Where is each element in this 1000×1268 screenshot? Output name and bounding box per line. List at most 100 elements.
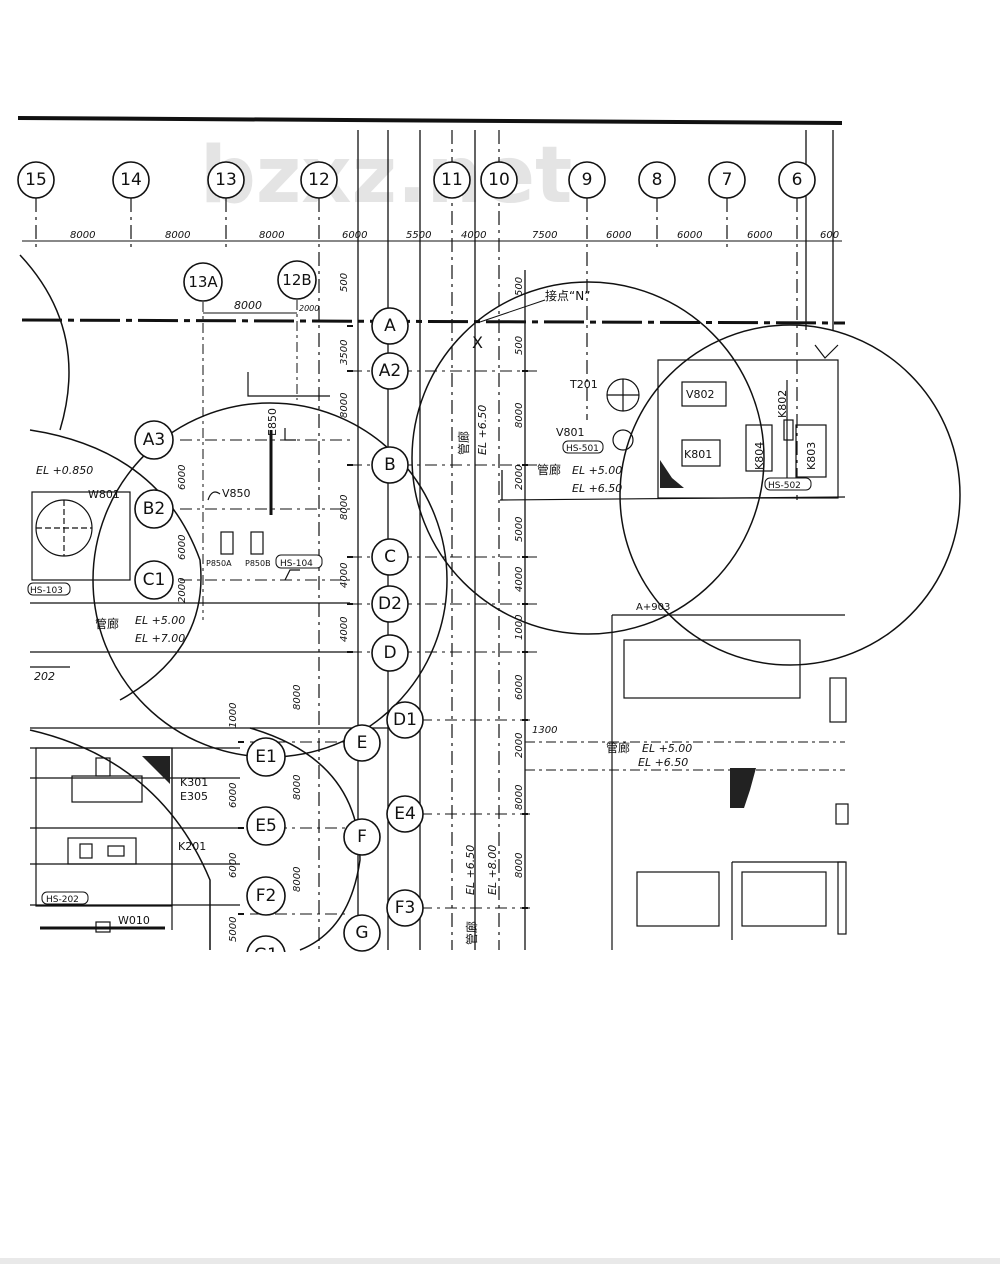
row-dim: 4000 <box>514 567 525 592</box>
svg-text:F3: F3 <box>395 898 416 918</box>
svg-text:HS-103: HS-103 <box>30 586 63 596</box>
pump-p850b <box>250 531 264 555</box>
svg-text:E5: E5 <box>255 816 277 836</box>
grid-bubble-b: B <box>371 446 409 484</box>
column-gridlines <box>35 130 798 950</box>
elevation-label: EL +6.50 <box>638 756 688 769</box>
row-dim: 500 <box>514 277 525 296</box>
equipment-k802-box <box>795 424 827 478</box>
equipment-tag: P850A <box>206 559 232 568</box>
row-dim: 8000 <box>339 495 350 520</box>
elevation-label: EL +6.50 <box>476 405 489 455</box>
line-tag-hs-501: HS-501 <box>562 440 604 454</box>
grid-bubble-a2: A2 <box>371 352 409 390</box>
dimension-ticks <box>238 325 528 915</box>
equipment-tag: V801 <box>556 426 585 439</box>
svg-text:13A: 13A <box>188 273 218 291</box>
svg-text:12: 12 <box>308 170 330 190</box>
lower-blank-area <box>0 952 1000 1258</box>
grid-bubble-c: C <box>371 538 409 576</box>
svg-text:9: 9 <box>582 170 593 190</box>
svg-text:13: 13 <box>215 170 237 190</box>
svg-text:A2: A2 <box>379 361 401 381</box>
row-dim: 6000 <box>177 465 188 490</box>
row-dim: 8000 <box>514 785 525 810</box>
column-dim: 6000 <box>342 230 367 241</box>
svg-text:HS-202: HS-202 <box>46 895 79 905</box>
row-dim: 8000 <box>292 867 303 892</box>
svg-text:E1: E1 <box>255 747 277 767</box>
foundation-lower-left <box>636 871 720 927</box>
equipment-k803-box <box>745 424 773 472</box>
equipment-tag: E850 <box>266 408 279 436</box>
elevation-label: EL +6.50 <box>464 845 477 895</box>
svg-text:15: 15 <box>25 170 47 190</box>
grid-bubble-e5: E5 <box>246 806 286 846</box>
line-tag-hs-103: HS-103 <box>27 582 71 596</box>
column-dim: 8000 <box>165 230 190 241</box>
vessel-v802 <box>612 429 634 451</box>
row-dim: 500 <box>514 336 525 355</box>
coordinate-label: A+903 <box>636 602 670 613</box>
coverage-circle-right <box>619 324 961 666</box>
column-dim: 8000 <box>259 230 284 241</box>
svg-text:10: 10 <box>488 170 510 190</box>
equipment-tag: V850 <box>222 487 251 500</box>
elevation-label: EL +0.850 <box>36 464 93 477</box>
vertical-structure-lines <box>357 130 834 950</box>
grid-bubble-g: G <box>343 914 381 952</box>
grid-bubble-c1: C1 <box>134 560 174 600</box>
line-tag-hs-502: HS-502 <box>764 477 812 491</box>
coverage-circles <box>19 254 961 951</box>
column-bubbles: 15 14 13 12 11 10 9 8 7 6 <box>17 161 816 199</box>
equipment-tag: P850B <box>245 559 271 568</box>
column-dim: 6000 <box>677 230 702 241</box>
hatch-mark-lower-right <box>730 768 756 808</box>
equipment-area-left <box>31 372 330 581</box>
grid-bubble-8: 8 <box>638 161 676 199</box>
row-dim: 4000 <box>339 563 350 588</box>
equipment-k201-box <box>67 837 137 865</box>
equipment-tag: W010 <box>118 914 150 927</box>
grid-bubble-e: E <box>343 724 381 762</box>
svg-text:E: E <box>357 733 368 753</box>
svg-text:D: D <box>383 643 396 663</box>
lower-left-tags: K301 E305 K201 W010 <box>118 776 208 927</box>
row-dim: 2000 <box>514 733 525 758</box>
row-dim: 1000 <box>514 615 525 640</box>
grid-bubble-15: 15 <box>17 161 55 199</box>
column-dim: 6000 <box>606 230 631 241</box>
row-dim: 8000 <box>514 403 525 428</box>
grid-bubble-f3: F3 <box>386 889 424 927</box>
equipment-k301-box <box>71 775 143 803</box>
foundation-lower-right <box>741 871 827 927</box>
row-dim: 500 <box>339 273 350 292</box>
row-dim: 2000 <box>177 578 188 603</box>
grid-bubble-6: 6 <box>778 161 816 199</box>
elevation-label: EL +5.00 <box>135 614 185 627</box>
equipment-tag: W801 <box>88 488 120 501</box>
row-dim: 6000 <box>514 675 525 700</box>
grid-bubble-e1: E1 <box>246 737 286 777</box>
row-bubbles-center: A A2 B C D2 D D1 E F G E4 F3 <box>343 307 424 952</box>
svg-text:C1: C1 <box>143 570 166 590</box>
equipment-tag: K804 <box>753 442 766 470</box>
grid-bubble-a3: A3 <box>134 420 174 460</box>
svg-text:B2: B2 <box>143 499 165 519</box>
connection-point-label: 接点“N” <box>545 288 590 303</box>
top-border-line <box>17 116 843 125</box>
foundation-upper <box>623 639 801 699</box>
grid-bubble-d1: D1 <box>386 701 424 739</box>
sub-grid-dim: 8000 <box>234 299 262 312</box>
row-dim: 4000 <box>339 617 350 642</box>
row-dim: 8000 <box>292 775 303 800</box>
svg-text:HS-501: HS-501 <box>566 444 599 454</box>
svg-text:8: 8 <box>652 170 663 190</box>
row-dim: 5000 <box>228 917 239 942</box>
hatch-mark-upper <box>660 460 684 488</box>
equipment-tag: K801 <box>684 448 712 461</box>
row-dim: 3500 <box>339 340 350 365</box>
pipe-rack-right-lines <box>525 741 845 771</box>
row-a-gridline <box>21 318 846 325</box>
